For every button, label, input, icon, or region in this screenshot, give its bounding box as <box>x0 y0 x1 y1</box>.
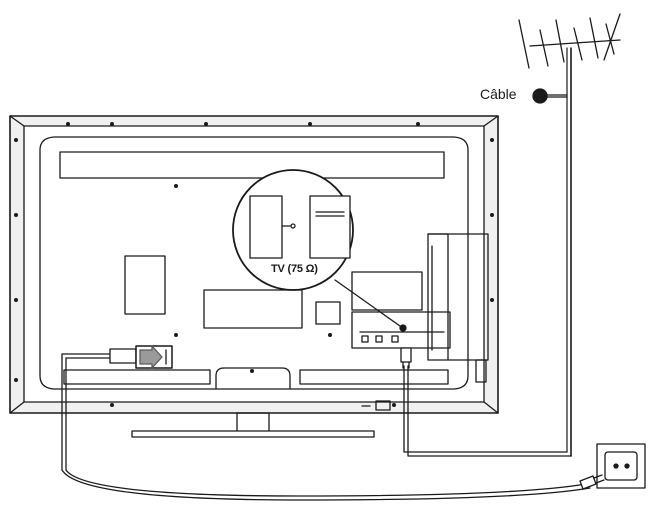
antenna-input-callout <box>232 169 407 332</box>
wall-outlet-icon <box>579 443 646 490</box>
cable-label: Câble <box>480 86 517 102</box>
coax-connector-icon <box>400 347 412 369</box>
power-cord <box>61 353 591 501</box>
tv-back-panel <box>9 115 499 414</box>
tv-input-label: TV (75 Ω) <box>271 263 318 275</box>
antenna-cable <box>403 88 572 457</box>
power-plug-icon <box>109 345 173 369</box>
tv-stand <box>131 367 375 438</box>
antenna-icon <box>518 13 621 457</box>
